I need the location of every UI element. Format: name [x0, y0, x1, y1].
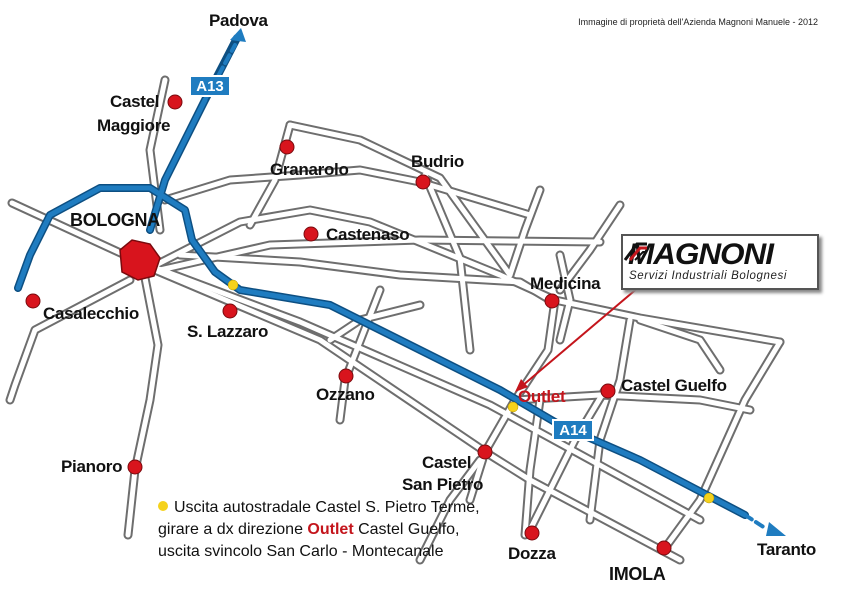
shield-a14: A14	[552, 419, 594, 441]
label-taranto: Taranto	[757, 540, 816, 559]
pointer-arrow-icon	[515, 379, 528, 392]
label-castel-maggiore-1: Castel	[110, 92, 159, 111]
legend-text-2b: Castel Guelfo,	[358, 521, 460, 538]
label-outlet: Outlet	[518, 387, 566, 406]
legend-text-1: Uscita autostradale Castel S. Pietro Ter…	[174, 499, 480, 516]
legend: Uscita autostradale Castel S. Pietro Ter…	[158, 497, 480, 563]
label-granarolo: Granarolo	[270, 160, 349, 179]
city-dots	[25, 94, 672, 556]
label-budrio: Budrio	[411, 152, 464, 171]
label-ozzano: Ozzano	[316, 385, 375, 404]
arrow-north-icon	[230, 28, 246, 42]
motorways	[14, 34, 767, 530]
svg-text:A13: A13	[196, 78, 224, 95]
label-padova: Padova	[209, 11, 269, 30]
label-castel-guelfo: Castel Guelfo	[621, 376, 727, 395]
legend-line-1: Uscita autostradale Castel S. Pietro Ter…	[158, 497, 480, 519]
arrow-southeast-icon	[766, 522, 786, 536]
exit-dot-icon	[158, 501, 168, 511]
svg-text:A14: A14	[559, 422, 587, 439]
label-s-lazzaro: S. Lazzaro	[187, 322, 268, 341]
label-imola: IMOLA	[609, 564, 666, 584]
label-pianoro: Pianoro	[61, 457, 122, 476]
legend-outlet-highlight: Outlet	[307, 521, 354, 538]
legend-line-3: uscita svincolo San Carlo - Montecanale	[158, 541, 480, 563]
bologna-area	[119, 239, 161, 281]
legend-line-2: girare a dx direzione Outlet Castel Guel…	[158, 519, 480, 541]
logo-name: MAGNONI	[628, 238, 774, 271]
label-casalecchio: Casalecchio	[43, 304, 139, 323]
label-dozza: Dozza	[508, 544, 556, 563]
label-bologna: BOLOGNA	[70, 210, 160, 230]
copyright-notice: Immagine di proprietà dell'Azienda Magno…	[578, 17, 818, 27]
label-castel-san-pietro-2: San Pietro	[402, 475, 483, 494]
label-medicina: Medicina	[530, 274, 601, 293]
legend-text-2a: girare a dx direzione	[158, 521, 303, 538]
logo-mark-icon	[623, 242, 647, 261]
exit-dots	[227, 279, 715, 504]
shield-a13: A13	[189, 75, 231, 97]
label-castel-maggiore-2: Maggiore	[97, 116, 170, 135]
label-castel-san-pietro-1: Castel	[422, 453, 471, 472]
magnoni-logo: MAGNONI Servizi Industriali Bolognesi	[621, 234, 819, 290]
legend-text-3: uscita svincolo San Carlo - Montecanale	[158, 543, 444, 560]
logo-subtitle: Servizi Industriali Bolognesi	[629, 270, 788, 282]
label-castenaso: Castenaso	[326, 225, 409, 244]
